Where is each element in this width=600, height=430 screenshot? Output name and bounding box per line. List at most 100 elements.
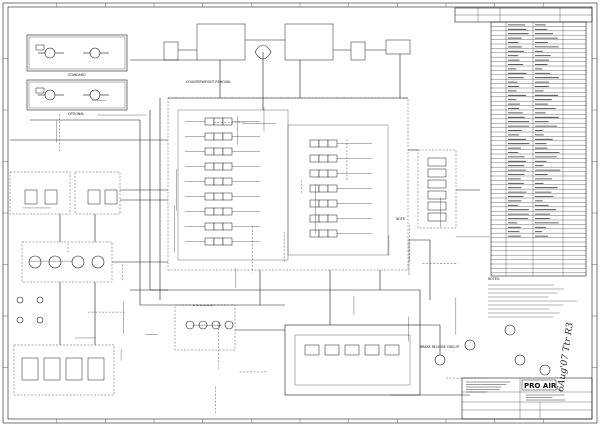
spool-section (213, 222, 224, 231)
spool-section (327, 169, 338, 178)
port-symbol (36, 316, 44, 324)
valve-symbol (427, 212, 447, 222)
spool-section (213, 162, 224, 171)
spool-section (213, 147, 224, 156)
spool-section (327, 229, 338, 238)
spool-section (327, 154, 338, 163)
spool-section (222, 222, 233, 231)
component-symbol (434, 354, 446, 366)
hydraulic-lines (10, 39, 490, 414)
pump-symbol (91, 255, 105, 269)
valve-symbol (427, 201, 447, 211)
pump-symbol (48, 255, 62, 269)
notes-block: NOTES: (488, 277, 577, 318)
spool-section (318, 184, 329, 193)
valve-symbol (35, 87, 45, 94)
lower-valve-assembly: BRAKE RELEASE CIRCUIT (174, 304, 551, 396)
port-symbol (16, 296, 24, 304)
spool-section (309, 199, 320, 208)
port-symbol (16, 316, 24, 324)
valve-symbol (364, 344, 380, 356)
counterweight-callout: COUNTERWEIGHT REMOVAL (186, 80, 231, 84)
component-symbol (504, 324, 516, 336)
revision-block (454, 7, 593, 23)
spool-section (318, 214, 329, 223)
title-block: PRO AIR (461, 377, 593, 420)
right-valve-stack (417, 149, 457, 229)
component-symbol (539, 364, 551, 376)
valve-symbol (87, 357, 105, 381)
valve-symbol (24, 189, 38, 205)
valve-symbol (44, 189, 58, 205)
valve-symbol (427, 179, 447, 189)
valve-symbol (427, 168, 447, 178)
valve-symbol (427, 190, 447, 200)
spool-section (309, 154, 320, 163)
spool-section (309, 184, 320, 193)
spool-section (213, 177, 224, 186)
spool-section (222, 207, 233, 216)
spool-section (327, 184, 338, 193)
spool-section (222, 117, 233, 126)
valve-symbol (35, 44, 45, 51)
valve-symbol (87, 189, 101, 205)
spool-section (204, 132, 215, 141)
valve-symbol (427, 157, 447, 167)
port-symbol (211, 320, 221, 330)
spool-section (213, 207, 224, 216)
left-pump-group (9, 171, 121, 396)
valve-symbol (43, 357, 61, 381)
motor-symbol (89, 47, 101, 59)
component-symbol (464, 339, 476, 351)
spool-section (327, 214, 338, 223)
spool-section (204, 192, 215, 201)
spool-section (309, 169, 320, 178)
spool-section (204, 162, 215, 171)
component-symbol (514, 354, 526, 366)
spool-section (318, 199, 329, 208)
standard-label: STANDARD (68, 73, 86, 77)
top-valve-group: COUNTERWEIGHT REMOVAL (163, 23, 411, 95)
spool-section (318, 154, 329, 163)
spool-section (222, 192, 233, 201)
valve-symbol (384, 344, 400, 356)
spool-section (318, 169, 329, 178)
spool-section (318, 229, 329, 238)
spool-section (213, 237, 224, 246)
spool-section (204, 207, 215, 216)
motor-symbol (44, 89, 56, 101)
spool-section (222, 177, 233, 186)
port-symbol (224, 320, 234, 330)
port-symbol (185, 320, 195, 330)
spool-section (222, 237, 233, 246)
valve-symbol (324, 344, 340, 356)
spool-section (222, 162, 233, 171)
spool-section (213, 117, 224, 126)
spool-section (204, 117, 215, 126)
valve-symbol (21, 357, 39, 381)
company-logo: PRO AIR (524, 382, 557, 390)
drawing-border (2, 2, 598, 424)
valve-symbol (304, 344, 320, 356)
spool-section (222, 132, 233, 141)
spool-section (327, 199, 338, 208)
spool-section (204, 147, 215, 156)
port-symbol (36, 296, 44, 304)
motor-symbol (44, 47, 56, 59)
optional-label: OPTIONAL (68, 112, 84, 116)
spool-section (309, 139, 320, 148)
spool-section (222, 147, 233, 156)
spool-section (213, 192, 224, 201)
valve-symbol (104, 189, 118, 205)
port-symbol (198, 320, 208, 330)
spool-section (204, 237, 215, 246)
spool-section (213, 132, 224, 141)
spool-section (309, 214, 320, 223)
motor-symbol (89, 89, 101, 101)
spool-section (204, 222, 215, 231)
pump-symbol (28, 255, 42, 269)
spool-section (204, 177, 215, 186)
parts-list-table (490, 21, 587, 277)
center-note: NOTE (396, 217, 405, 221)
